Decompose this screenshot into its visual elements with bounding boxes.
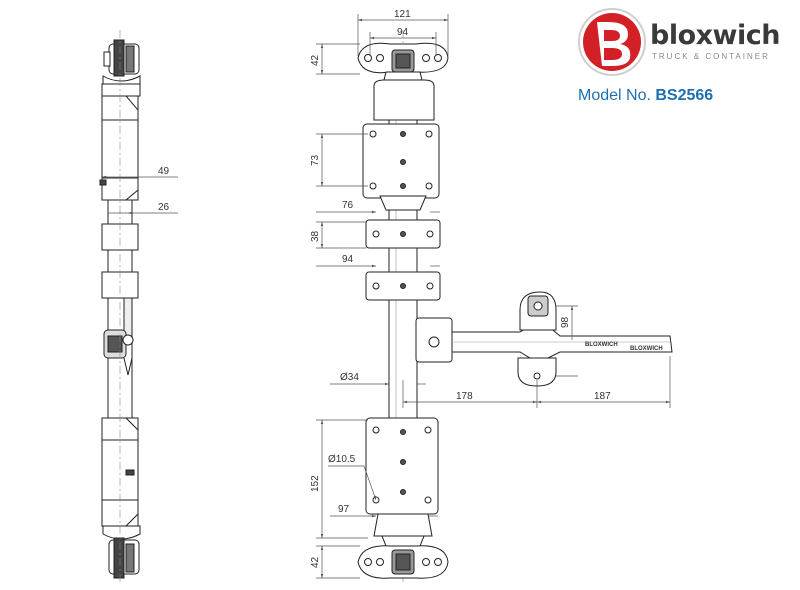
dim-73: 73	[310, 154, 321, 166]
model-number: Model No. BS2566	[578, 88, 713, 104]
bottom-cam-keeper	[357, 535, 449, 579]
dim-152: 152	[310, 475, 321, 492]
lower-bracket	[365, 417, 439, 537]
dim-98: 98	[560, 316, 571, 328]
upper-bracket	[362, 79, 440, 211]
dim-42-top: 42	[310, 54, 321, 66]
side-handle-mechanism	[103, 297, 134, 376]
bloxwich-logo-icon	[578, 8, 646, 76]
dim-38: 38	[310, 230, 321, 242]
dim-187: 187	[594, 391, 611, 402]
front-dimensions	[316, 14, 671, 579]
dim-121: 121	[394, 9, 411, 20]
dim-178: 178	[456, 391, 473, 402]
rod-guide-upper	[365, 219, 441, 249]
brand-tagline: TRUCK & CONTAINER	[652, 52, 770, 61]
brand-name: bloxwich	[650, 20, 780, 51]
model-label: Model No.	[578, 87, 651, 104]
dim-diameter-34: Ø34	[340, 372, 359, 383]
dim-side-49: 49	[158, 166, 170, 177]
side-bottom-keeper	[102, 525, 141, 579]
side-top-keeper	[102, 39, 141, 85]
dim-94-guide: 94	[342, 254, 354, 265]
dim-76: 76	[342, 200, 354, 211]
dim-97: 97	[338, 504, 350, 515]
dim-94-top: 94	[397, 27, 409, 38]
locking-handle: BLOXWICH BLOXWICH	[415, 291, 673, 387]
dim-diameter-10-5: Ø10.5	[328, 454, 356, 465]
model-number-value: BS2566	[655, 87, 714, 104]
dim-42-bottom: 42	[310, 556, 321, 568]
handle-label-b: BLOXWICH	[630, 346, 663, 352]
side-view	[99, 30, 141, 585]
dim-side-26: 26	[158, 202, 170, 213]
handle-label-a: BLOXWICH	[585, 342, 618, 348]
rod-guide-lower	[365, 271, 441, 301]
front-view: BLOXWICH BLOXWICH	[357, 30, 673, 585]
side-dimensions	[102, 175, 178, 215]
